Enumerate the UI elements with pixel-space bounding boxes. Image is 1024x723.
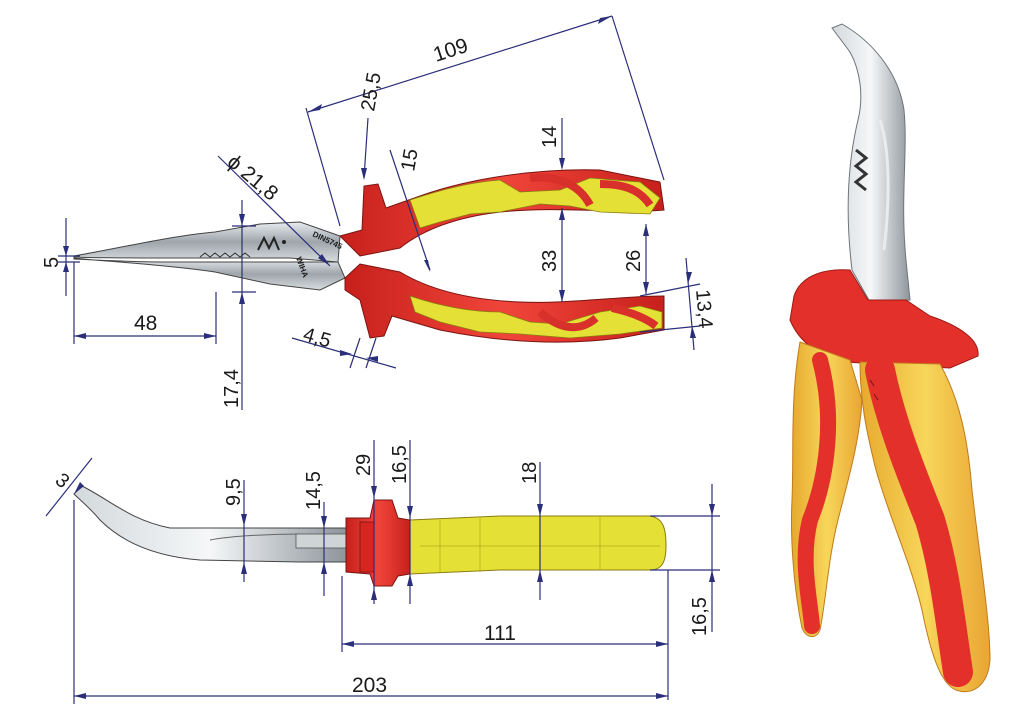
dim-joint-height: 17,4 (221, 369, 243, 408)
dim-total-len: 203 (352, 674, 387, 697)
dim-guard-dia: 29 (353, 454, 375, 476)
photo-bent-nose (831, 23, 911, 303)
upper-handle-grip (409, 177, 661, 229)
dim-jaw-thick: 9,5 (223, 478, 245, 506)
dim-handle-height: 33 (539, 250, 561, 272)
top-view-pliers: DIN5745 WIHA (73, 169, 665, 343)
dim-jaw-length: 48 (134, 312, 157, 335)
dim-handle-dia: 18 (519, 462, 541, 484)
dim-guard-len: 16,5 (389, 445, 411, 484)
dim-handle-top: 14 (539, 126, 561, 148)
dim-109: 109 (430, 34, 470, 67)
dim-guard-gap: 15 (397, 147, 423, 173)
product-photo (789, 23, 991, 692)
logo-icon (257, 235, 280, 251)
side-view-pliers (73, 485, 667, 587)
dim-diameter: ϕ 21,8 (223, 150, 283, 205)
dim-handle-end: 26 (623, 250, 645, 272)
dim-handle-end: 16,5 (689, 597, 711, 636)
side-handle (409, 515, 667, 575)
dim-jaw-tip: 5 (41, 257, 63, 268)
side-guard (345, 499, 411, 587)
dim-handle-len: 111 (484, 622, 516, 645)
side-jaw (73, 485, 347, 563)
dim-neck: 14,5 (303, 471, 325, 510)
side-view-dimensions: 3 9,5 14,5 29 16,5 18 16,5 (45, 440, 720, 704)
lower-handle-grip (409, 295, 663, 339)
dim-guard-thick: 4,5 (301, 324, 334, 353)
dim-tip: 3 (51, 469, 74, 493)
dim-handle-end-thick: 13,4 (691, 289, 716, 330)
dim-guard-width: 25,5 (357, 71, 385, 113)
